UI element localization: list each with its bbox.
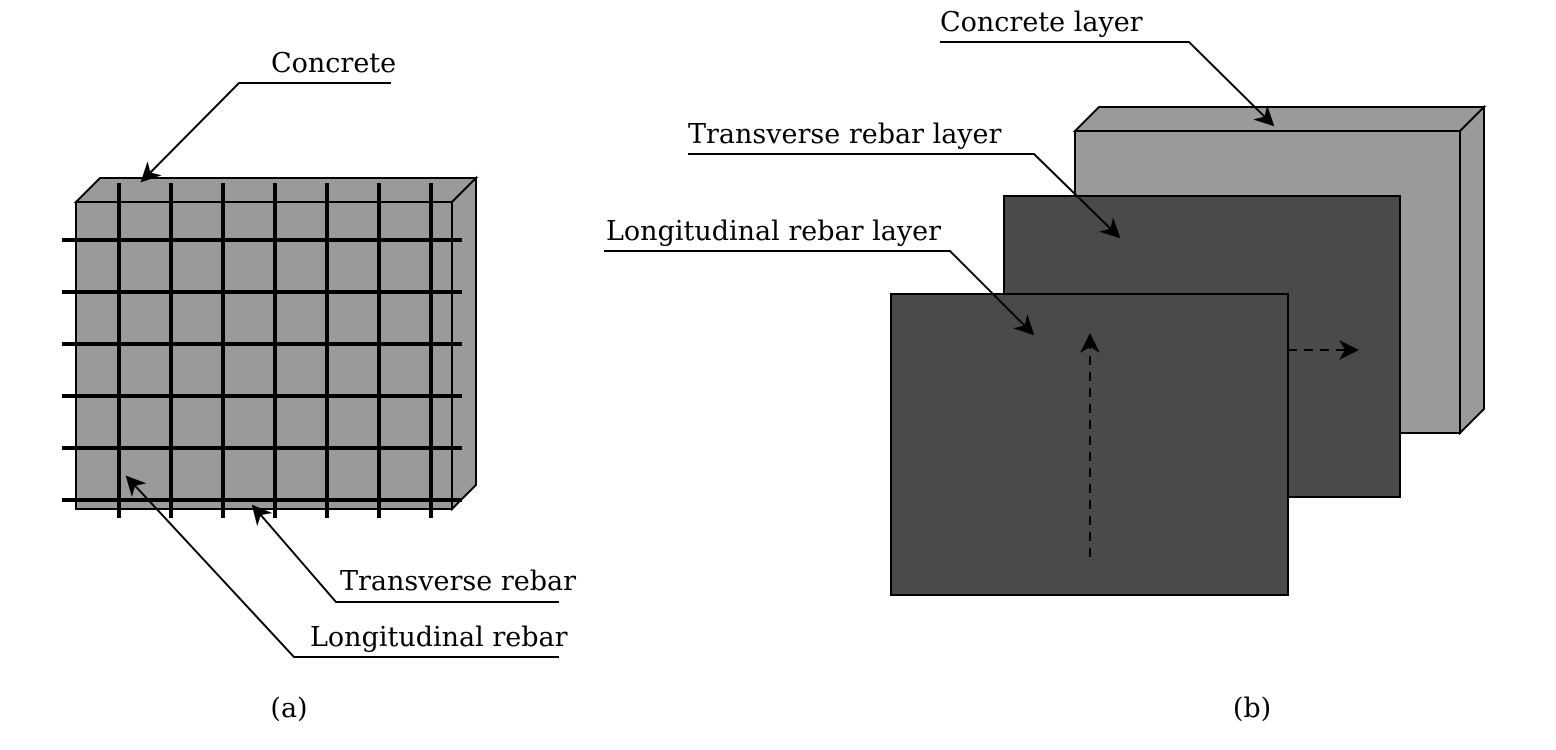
- concrete-callout: Concrete: [140, 48, 396, 183]
- transverse-rebar-label: Transverse rebar: [340, 566, 576, 597]
- concrete-block: [73, 175, 479, 512]
- longitudinal-rebar-layer-label: Longitudinal rebar layer: [606, 216, 941, 247]
- longitudinal-rebar-label: Longitudinal rebar: [310, 622, 568, 653]
- concrete-layer-label: Concrete layer: [940, 7, 1143, 38]
- panel-a: Concrete Transverse rebar Longitudinal r…: [62, 48, 576, 724]
- longitudinal-rebar-leader-line: [125, 475, 559, 658]
- concrete-block-front: [75, 201, 453, 510]
- longitudinal-rebar-layer-leader-line: [604, 250, 1035, 336]
- longitudinal-rebar-callout: Longitudinal rebar: [125, 475, 568, 658]
- transverse-rebar-leader-line: [251, 504, 559, 603]
- concrete-layer-callout: Concrete layer: [940, 7, 1275, 127]
- concrete-layer-leader-line: [940, 41, 1275, 127]
- concrete-layer-top: [1072, 106, 1487, 132]
- concrete-label: Concrete: [271, 48, 396, 79]
- panel-b: Concrete layer Transverse rebar layer Lo…: [604, 7, 1487, 724]
- panel-a-caption: (a): [270, 693, 307, 724]
- transverse-rebar-layer-label: Transverse rebar layer: [688, 119, 1002, 150]
- transverse-rebars: [62, 238, 462, 502]
- transverse-rebar-callout: Transverse rebar: [251, 504, 576, 603]
- transverse-rebar-layer-leader-line: [688, 153, 1121, 239]
- panel-b-caption: (b): [1233, 693, 1271, 724]
- concrete-leader-line: [140, 82, 391, 183]
- transverse-rebar-layer-callout: Transverse rebar layer: [688, 119, 1121, 239]
- concrete-layer-side: [1459, 104, 1485, 436]
- longitudinal-rebar-layer-callout: Longitudinal rebar layer: [604, 216, 1035, 336]
